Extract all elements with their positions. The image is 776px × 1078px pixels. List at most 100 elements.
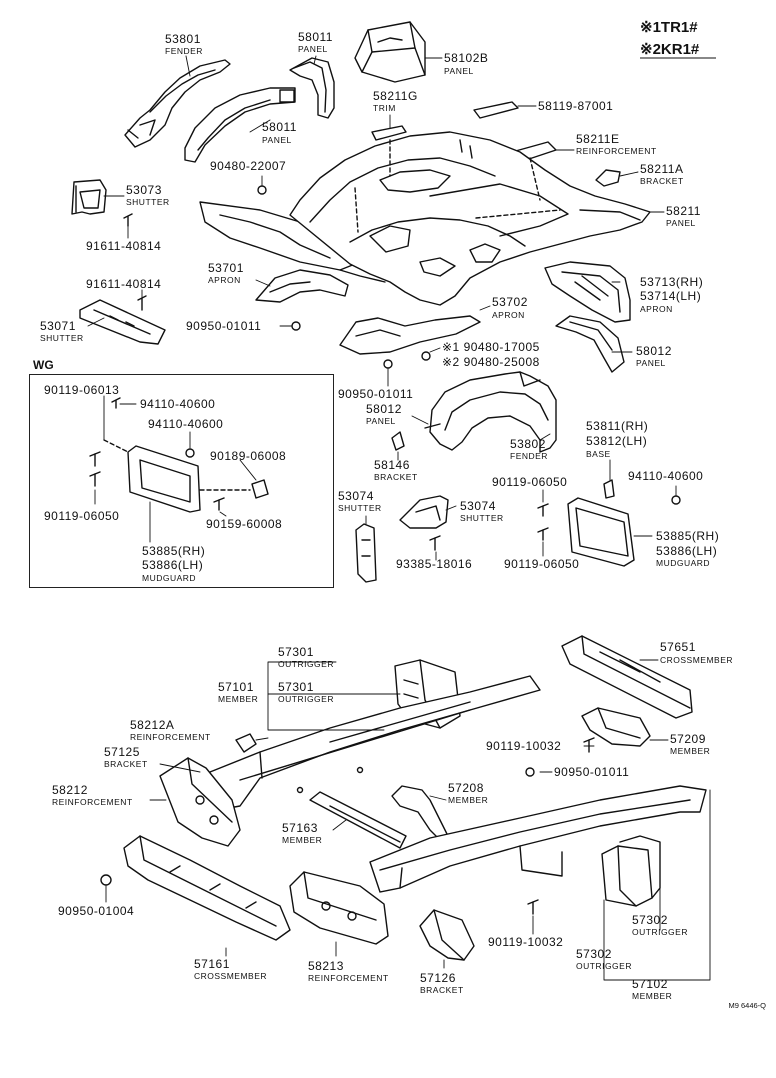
part-number: 57301 [278,645,314,659]
strip-58119-shape [473,101,519,119]
part-number: 57126 [420,971,456,985]
part-number: 94110-40600 [148,417,224,431]
part-number: 90950-01011 [554,765,630,779]
part-number: 57301 [278,680,314,694]
leader-lines [87,55,711,981]
part-number: 57101 [218,680,254,694]
part-name: PANEL [636,358,666,368]
reinforcement-58212a-shape [235,733,257,753]
part-name: MEMBER [632,991,673,1001]
apron-53702-shape [339,315,481,355]
shutter-53074-left-shape [355,523,377,583]
part-number: 57651 [660,640,696,654]
part-name: BRACKET [104,759,148,769]
part-number: 57125 [104,745,140,759]
shutter-53074-right-shape [399,495,449,529]
part-name: SHUTTER [40,333,84,343]
base-53811-shape [603,479,615,499]
part-number: 57209 [670,732,706,746]
part-number: 53885(RH) [656,529,720,543]
bolt-90119-10032-a-shape [583,737,595,753]
part-name: BRACKET [640,176,684,186]
apron-53713-shape [544,261,631,323]
bracket-58146-shape [391,431,405,451]
part-number: 58011 [262,120,297,134]
part-number: 53811(RH) [586,419,649,433]
clip-90480-17005-shape [421,351,431,361]
part-number: 90480-22007 [210,159,287,173]
part-name: BASE [586,449,611,459]
part-number: 57163 [282,821,318,835]
part-name: OUTRIGGER [632,927,688,937]
shutter-53071-shape [79,299,166,345]
bracket-57126-shape [419,909,475,961]
reinforcement-58212-shape [159,757,241,847]
part-name: TRIM [373,103,396,113]
legend-kr1: ※2KR1# [640,41,700,58]
panel-58012-right-shape [555,315,625,373]
part-number: 58213 [308,959,344,973]
part-number: 53886(LH) [142,558,204,572]
part-number: 53702 [492,295,528,309]
clip-90480-22007-shape [257,185,267,195]
panel-58011-lower-shape [184,87,296,163]
part-name: REINFORCEMENT [52,797,133,807]
part-number: 93385-18016 [396,557,473,571]
part-number: 90119-10032 [488,935,564,949]
outrigger-57302-shape [601,835,661,907]
part-name: MUDGUARD [656,558,711,568]
clip-90950-01011-c-shape [525,767,535,777]
panel-58011-upper-shape [289,57,335,119]
part-number: 90950-01011 [186,319,262,333]
part-name: MEMBER [282,835,323,845]
bracket-58211a-shape [595,169,621,187]
clip-90950-01011-b-shape [383,359,393,369]
part-number: 53801 [165,32,201,46]
shutter-53073-shape [71,179,107,215]
part-name: PANEL [298,44,328,54]
part-number: 58146 [374,458,410,472]
bolt-90119-06050-b-shape [537,527,549,541]
part-number: 53701 [208,261,244,275]
reinforcement-58213-shape [289,871,389,945]
part-name: APRON [492,310,525,320]
part-name: OUTRIGGER [278,659,334,669]
apron-53701-shape [255,269,349,303]
part-number: 58211A [640,162,684,176]
part-number: 53713(RH) [640,275,704,289]
part-number: 90119-06050 [44,509,120,523]
part-number: 53074 [338,489,374,503]
part-number: 53074 [460,499,496,513]
part-name: REINFORCEMENT [308,973,389,983]
part-name: FENDER [510,451,548,461]
part-number: 91611-40814 [86,239,162,253]
crossmember-57161-shape [123,835,291,941]
part-name: SHUTTER [460,513,504,523]
part-number: 58012 [366,402,402,416]
part-number: 58119-87001 [538,99,614,113]
part-number: 58212A [130,718,175,732]
part-name: APRON [208,275,241,285]
nut-94110-right-shape [671,495,681,505]
part-number: 53812(LH) [586,434,648,448]
member-57163-shape [309,791,407,849]
part-name: FENDER [165,46,203,56]
part-name: OUTRIGGER [576,961,632,971]
part-number: 91611-40814 [86,277,162,291]
diagram-code: M9 6446-Q [728,1001,766,1010]
part-number: 90159-60008 [206,517,283,531]
part-number: 90119-06013 [44,383,120,397]
trim-58211g-shape [371,125,407,141]
part-number: 94110-40600 [140,397,216,411]
crossmember-57651-shape [561,635,693,719]
part-number: 53073 [126,183,162,197]
part-number: 53071 [40,319,76,333]
clip-90950-01011-a-shape [291,321,301,331]
part-name: MEMBER [448,795,489,805]
part-number: 90950-01011 [338,387,414,401]
part-name: SHUTTER [338,503,382,513]
wg-group-label: WG [33,358,54,372]
part-name: MUDGUARD [142,573,197,583]
part-number: 58012 [636,344,672,358]
part-number: 58211E [576,132,620,146]
